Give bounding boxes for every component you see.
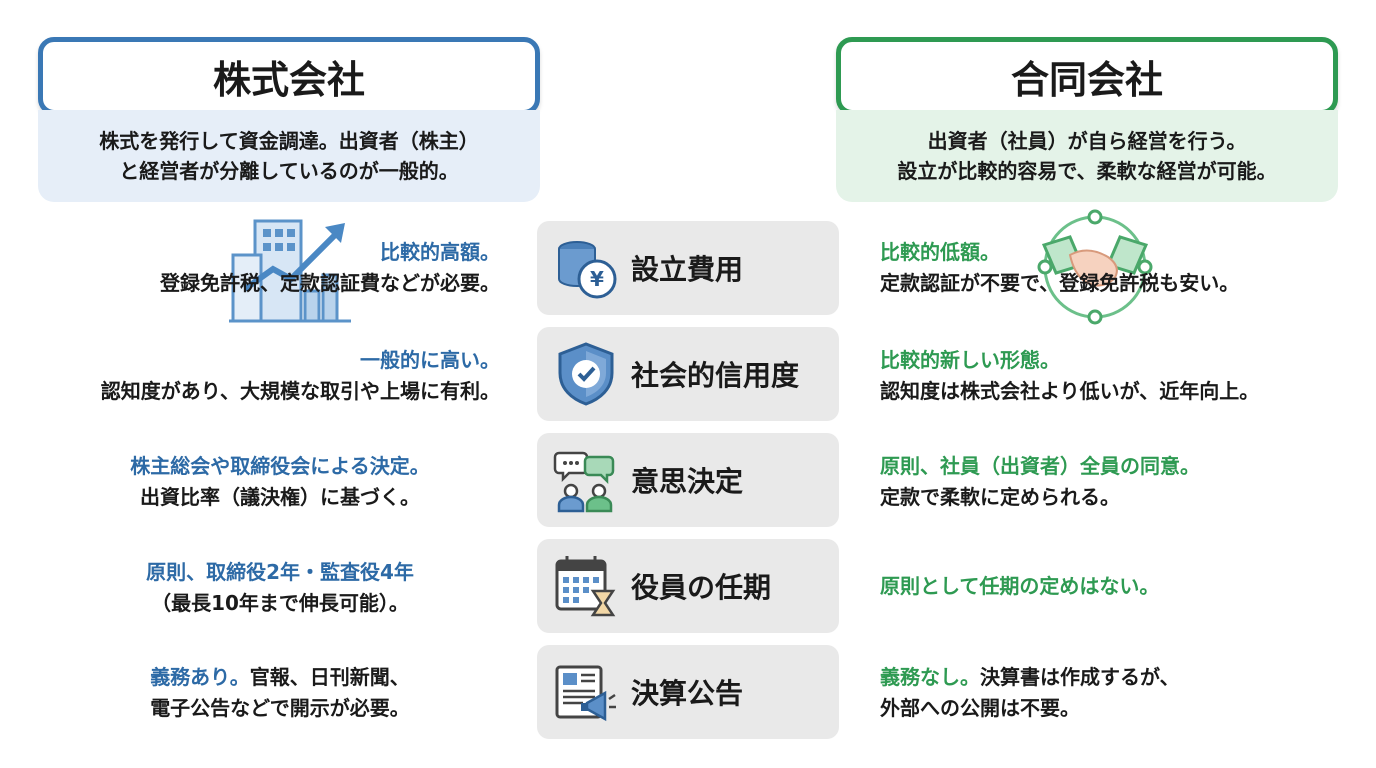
- highlight-text: 原則、取締役2年・監査役4年: [146, 560, 414, 584]
- highlight-text: 比較的低額。: [880, 240, 1000, 264]
- row-officer-term-left: 原則、取締役2年・監査役4年 （最長10年まで伸長可能）。: [60, 557, 500, 619]
- row-establishment-cost-left: 比較的高額。 登録免許税、定款認証費などが必要。: [40, 237, 500, 299]
- detail-text: 登録免許税、定款認証費などが必要。: [160, 271, 500, 295]
- detail-text: 電子公告などで開示が必要。: [150, 696, 410, 720]
- shield-check-icon: [551, 339, 621, 409]
- row-establishment-cost-right: 比較的低額。 定款認証が不要で、登録免許税も安い。: [880, 237, 1350, 299]
- description-line: 出資者（社員）が自ら経営を行う。: [927, 129, 1247, 153]
- detail-text: 認知度があり、大規模な取引や上場に有利。: [100, 379, 500, 403]
- building-growth-icon: [229, 219, 351, 323]
- row-officer-term-right: 原則として任期の定めはない。: [880, 571, 1350, 602]
- company-type-title-left: 株式会社: [38, 37, 540, 115]
- detail-text: 定款認証が不要で、登録免許税も安い。: [880, 271, 1240, 295]
- category-label: 決算公告: [631, 677, 744, 710]
- description-line: と経営者が分離しているのが一般的。: [119, 159, 459, 183]
- category-establishment-cost: ¥ 設立費用: [537, 221, 839, 315]
- highlight-text: 一般的に高い。: [360, 348, 500, 372]
- highlight-text: 株主総会や取締役会による決定。: [130, 454, 430, 478]
- row-decision-making-right: 原則、社員（出資者）全員の同意。 定款で柔軟に定められる。: [880, 451, 1350, 513]
- highlight-text: 比較的新しい形態。: [880, 348, 1060, 372]
- coins-yen-icon: ¥: [551, 233, 621, 303]
- row-decision-making-left: 株主総会や取締役会による決定。 出資比率（議決権）に基づく。: [60, 451, 500, 513]
- people-chat-icon: [551, 445, 621, 515]
- svg-text:¥: ¥: [590, 267, 604, 291]
- detail-text: 出資比率（議決権）に基づく。: [140, 485, 420, 509]
- company-description-left: 株式を発行して資金調達。出資者（株主） と経営者が分離しているのが一般的。: [38, 110, 540, 202]
- category-decision-making: 意思決定: [537, 433, 839, 527]
- category-officer-term: 役員の任期: [537, 539, 839, 633]
- row-financial-disclosure-right: 義務なし。決算書は作成するが、 外部への公開は不要。: [880, 662, 1350, 724]
- company-type-title-right: 合同会社: [836, 37, 1338, 115]
- disclosure-line-1: 義務あり。官報、日刊新聞、: [60, 662, 500, 693]
- detail-text: 定款で柔軟に定められる。: [880, 485, 1120, 509]
- highlight-text: 原則として任期の定めはない。: [880, 574, 1160, 598]
- company-description-right: 出資者（社員）が自ら経営を行う。 設立が比較的容易で、柔軟な経営が可能。: [836, 110, 1338, 202]
- newspaper-megaphone-icon: [551, 657, 621, 727]
- highlight-text: 原則、社員（出資者）全員の同意。: [880, 454, 1200, 478]
- highlight-text: 比較的高額。: [380, 240, 500, 264]
- highlight-text: 義務あり。: [150, 665, 250, 689]
- handshake-icon: [1037, 209, 1153, 325]
- detail-text: 決算書は作成するが、: [980, 665, 1180, 689]
- detail-text: 外部への公開は不要。: [880, 696, 1080, 720]
- row-social-credibility-right: 比較的新しい形態。 認知度は株式会社より低いが、近年向上。: [880, 345, 1350, 407]
- detail-text: 官報、日刊新聞、: [249, 665, 410, 689]
- category-label: 意思決定: [631, 465, 744, 498]
- detail-text: 認知度は株式会社より低いが、近年向上。: [880, 379, 1260, 403]
- disclosure-line-1: 義務なし。決算書は作成するが、: [880, 662, 1350, 693]
- category-social-credibility: 社会的信用度: [537, 327, 839, 421]
- category-label: 社会的信用度: [631, 359, 800, 392]
- calendar-hourglass-icon: [551, 551, 621, 621]
- category-label: 役員の任期: [631, 571, 772, 604]
- row-social-credibility-left: 一般的に高い。 認知度があり、大規模な取引や上場に有利。: [40, 345, 500, 407]
- category-financial-disclosure: 決算公告: [537, 645, 839, 739]
- detail-text: （最長10年まで伸長可能）。: [151, 591, 409, 615]
- description-line: 設立が比較的容易で、柔軟な経営が可能。: [897, 159, 1277, 183]
- row-financial-disclosure-left: 義務あり。官報、日刊新聞、 電子公告などで開示が必要。: [60, 662, 500, 724]
- category-label: 設立費用: [631, 253, 744, 286]
- highlight-text: 義務なし。: [880, 665, 980, 689]
- description-line: 株式を発行して資金調達。出資者（株主）: [99, 129, 479, 153]
